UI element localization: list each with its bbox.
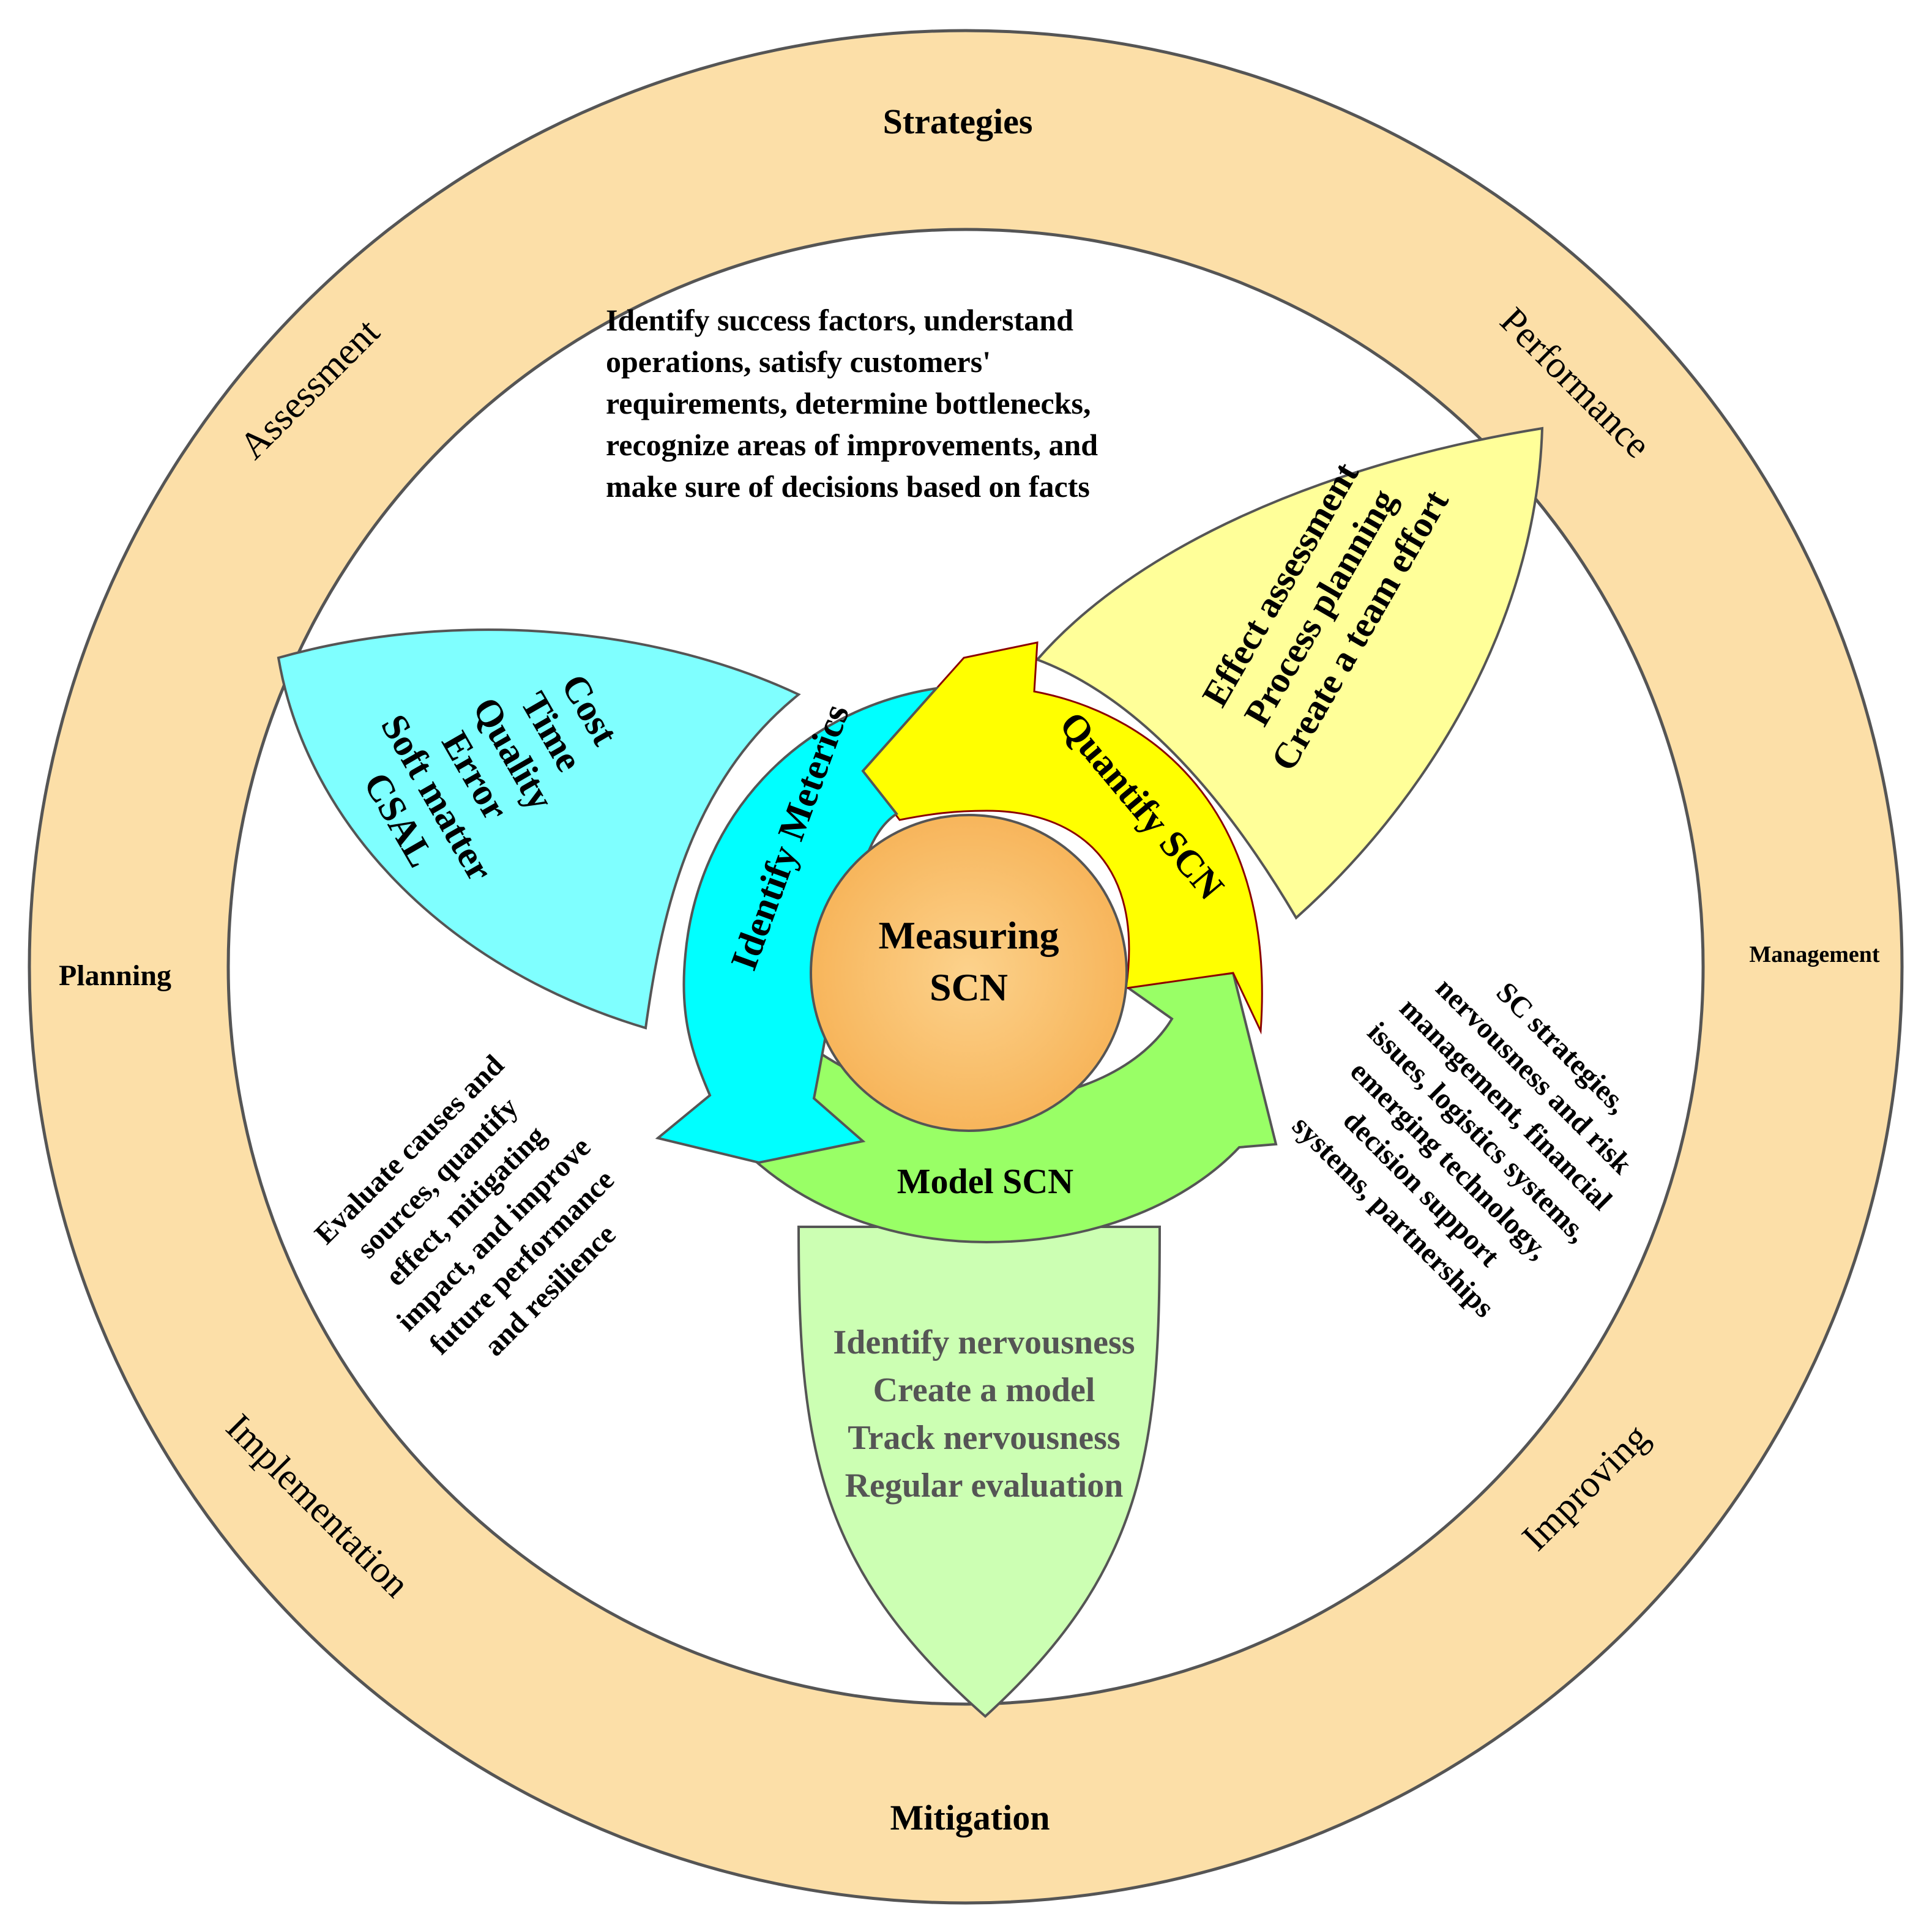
ring-label-right: Management xyxy=(1749,942,1880,967)
green-petal-item: Identify nervousness xyxy=(833,1324,1135,1361)
cyan-petal: Cost Time Quality Error Soft matter CSAL xyxy=(277,628,801,1030)
green-petal-item: Create a model xyxy=(873,1371,1095,1409)
top-text-line: Identify success factors, understand xyxy=(606,303,1073,337)
green-petal: Identify nervousness Create a model Trac… xyxy=(797,1226,1162,1718)
ring-label-left: Planning xyxy=(59,959,171,992)
center-circle: Measuring SCN xyxy=(810,814,1128,1132)
green-petal-item: Track nervousness xyxy=(848,1419,1120,1457)
model-arrow-label: Model SCN xyxy=(897,1161,1074,1201)
ring-label-bottom: Mitigation xyxy=(890,1798,1050,1838)
top-text-line: recognize areas of improvements, and xyxy=(606,428,1098,462)
top-text-line: make sure of decisions based on facts xyxy=(606,469,1090,504)
yellow-petal: Effect assessment Process planning Creat… xyxy=(1035,426,1544,920)
quantify-arrow xyxy=(862,641,1263,1035)
top-description: Identify success factors, understand ope… xyxy=(606,303,1098,504)
top-text-line: requirements, determine bottlenecks, xyxy=(606,386,1091,420)
top-text-line: operations, satisfy customers' xyxy=(606,344,991,379)
ring-label-top: Strategies xyxy=(883,102,1033,141)
green-petal-item: Regular evaluation xyxy=(845,1467,1124,1505)
center-label-line2: SCN xyxy=(930,966,1008,1009)
center-label-line1: Measuring xyxy=(878,914,1059,957)
